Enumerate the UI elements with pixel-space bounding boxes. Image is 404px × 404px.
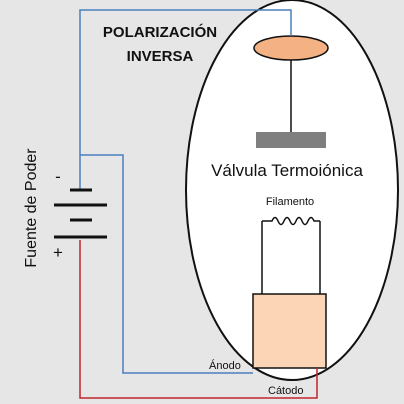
grid-bar xyxy=(256,132,326,148)
valve-envelope xyxy=(185,0,399,381)
filament-label: Filamento xyxy=(266,196,314,208)
blue-wire-plate xyxy=(79,9,292,190)
plus-sign: + xyxy=(53,243,63,262)
power-source-label: Fuente de Poder xyxy=(23,148,40,268)
cathode-block xyxy=(252,293,327,369)
red-wire-cathode xyxy=(79,240,318,399)
filament-coil xyxy=(262,216,320,226)
title-line1: POLARIZACIÓN xyxy=(103,23,217,41)
blue-wire-anode xyxy=(80,154,253,374)
cathode-label: Cátodo xyxy=(268,385,303,397)
minus-sign: - xyxy=(55,167,61,186)
anode-label: Ánodo xyxy=(209,359,241,372)
valve-label: Válvula Termoiónica xyxy=(211,161,363,180)
valve-plate xyxy=(253,35,329,61)
title-line2: INVERSA xyxy=(127,48,194,65)
